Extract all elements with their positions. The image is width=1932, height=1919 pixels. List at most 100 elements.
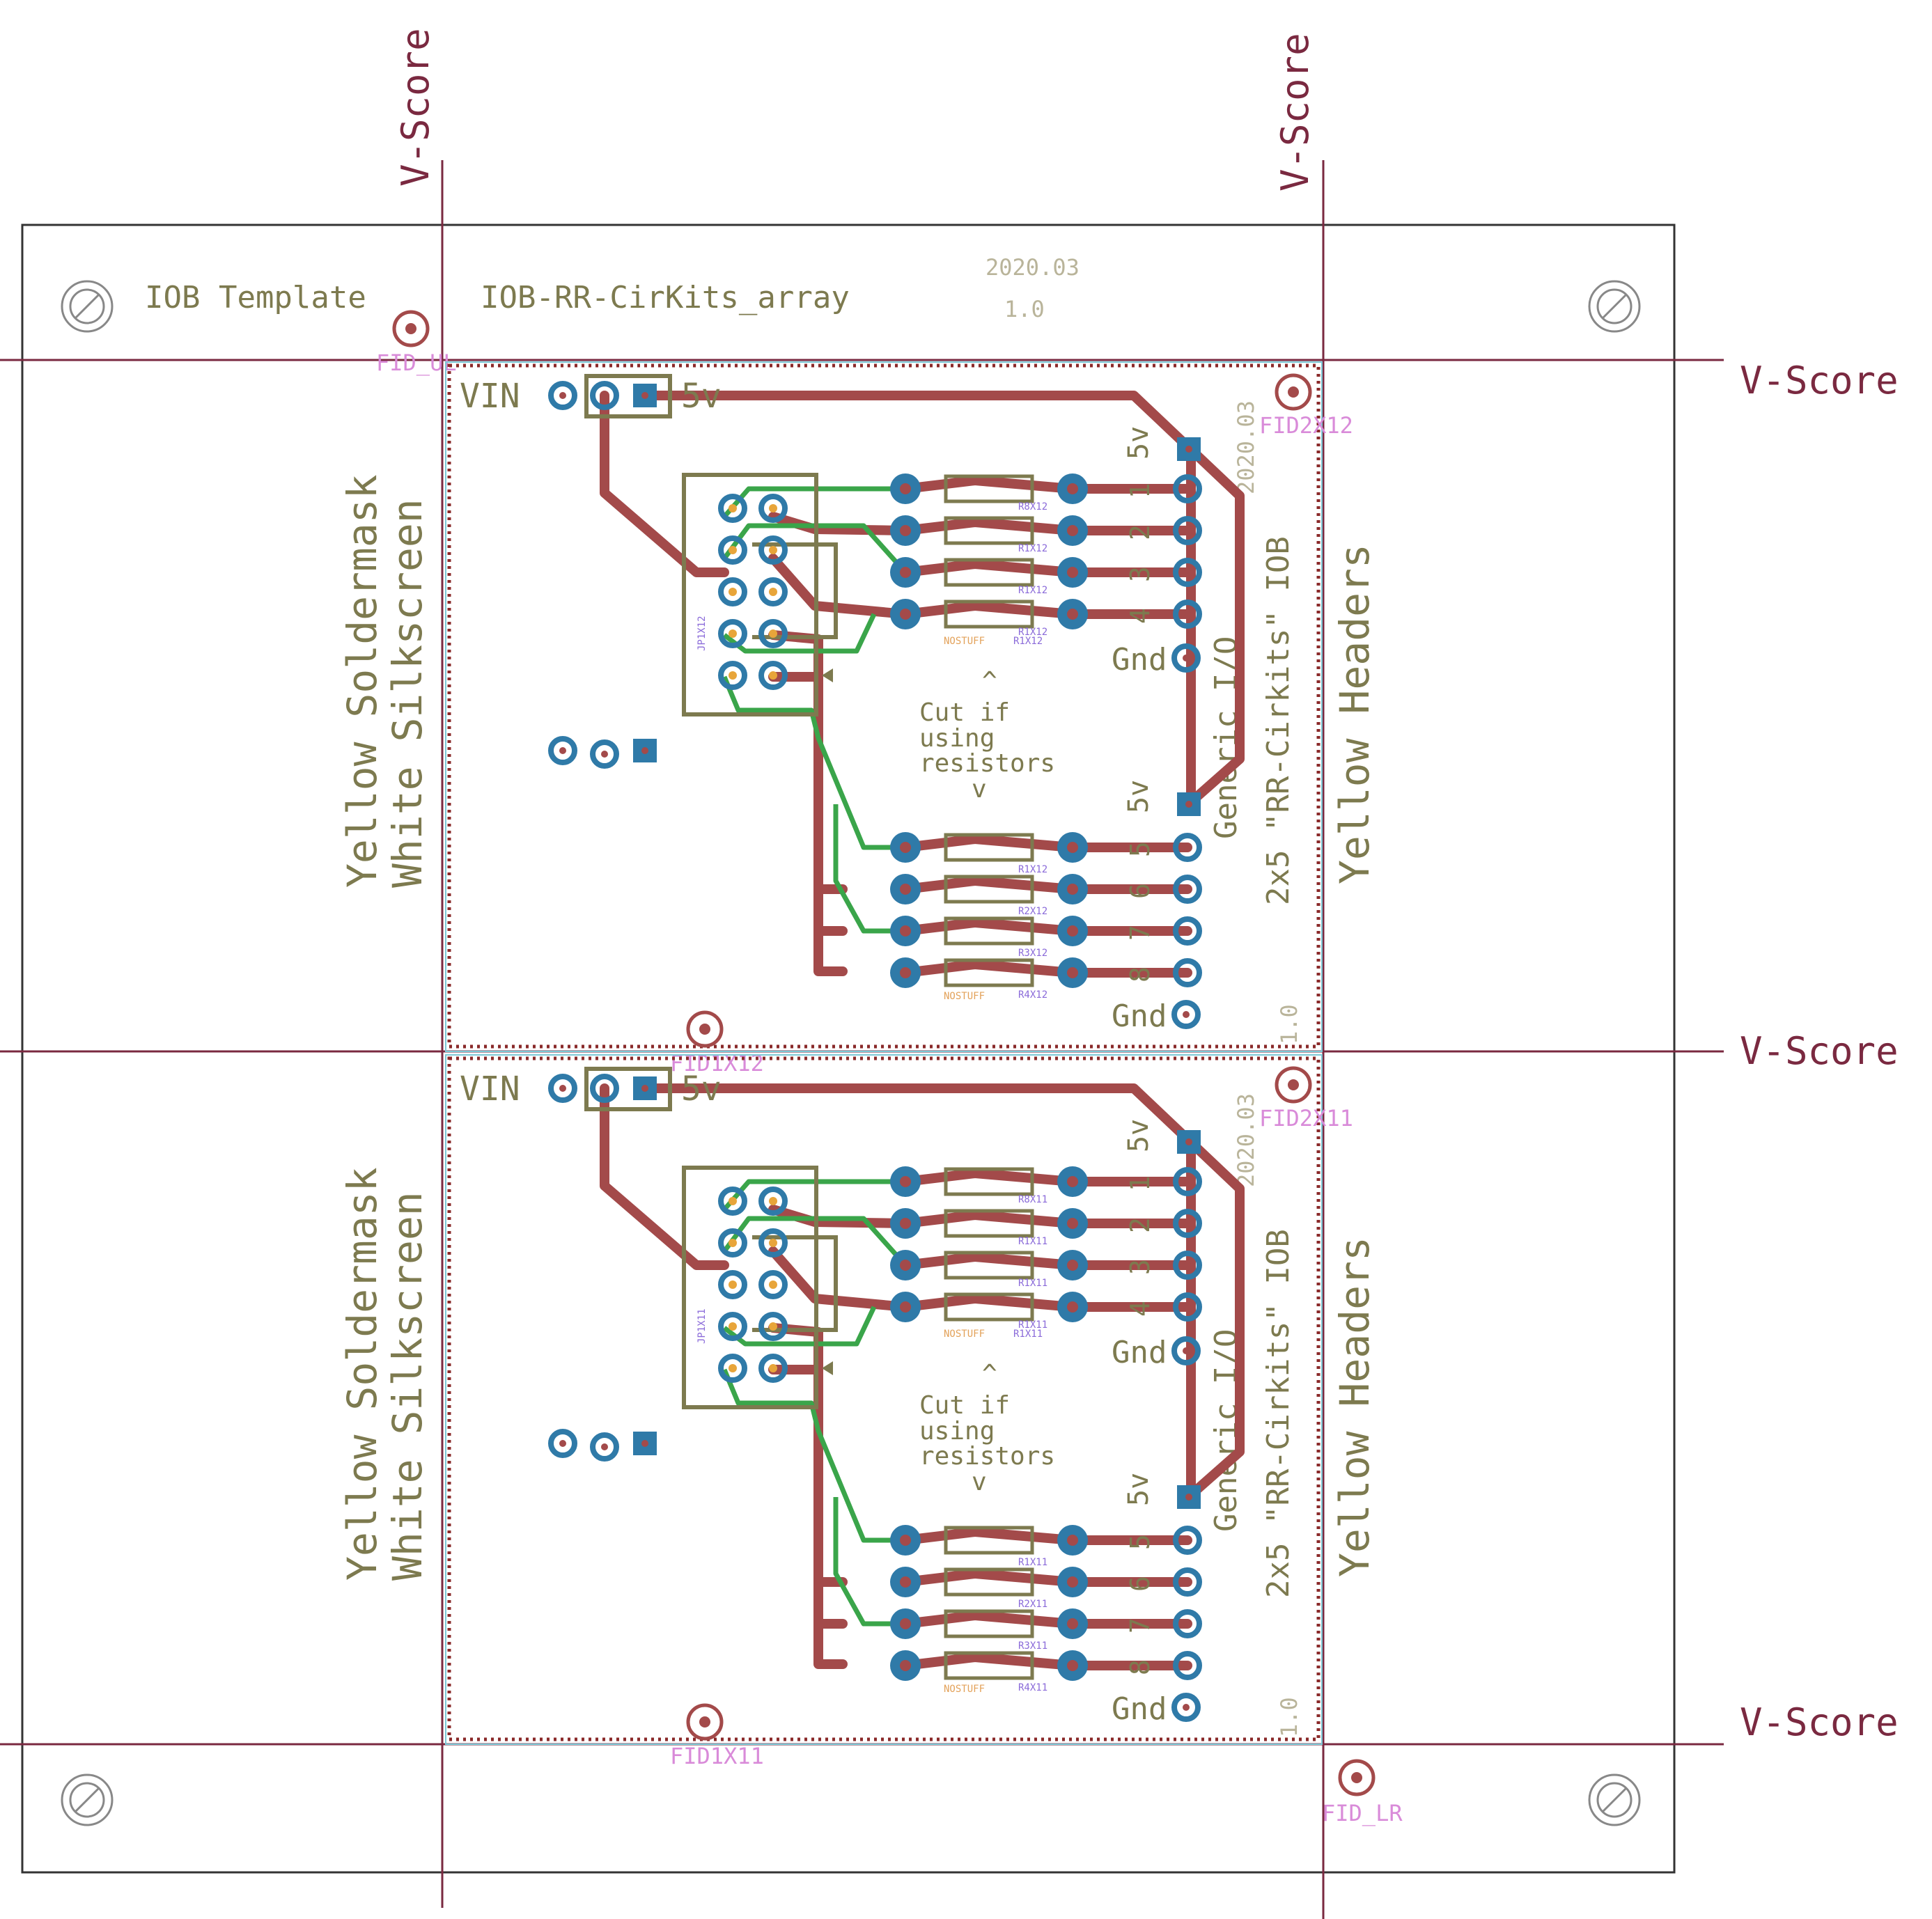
resistor-outline <box>944 875 1034 904</box>
header-pin-pad <box>1173 1292 1202 1322</box>
top-copper-trace <box>768 554 910 619</box>
resistor-outline <box>944 1292 1034 1322</box>
resistor-outline <box>944 1567 1034 1597</box>
resistor-label: R1X11 <box>1018 1278 1047 1289</box>
board-keepout <box>447 363 1321 1049</box>
cut-note-line: Cut if <box>919 1391 1010 1420</box>
spare-pad-2 <box>590 1432 619 1462</box>
cut-note-line: resistors <box>919 749 1055 778</box>
pin1-marker <box>822 668 833 682</box>
idc-header-outline <box>682 1166 818 1409</box>
cut-note-line: Cut if <box>919 698 1010 727</box>
board-fiducial-a <box>1275 373 1312 411</box>
cut-note-line: v <box>972 775 987 804</box>
idc-header-pad <box>758 1354 788 1383</box>
resistor-pad-left <box>890 1166 921 1197</box>
top-copper-trace <box>901 1294 1192 1312</box>
resistor-pad-left <box>890 1292 921 1322</box>
board-fiducial-a-label: FID2X11 <box>1259 1105 1353 1131</box>
resistor-pad-left <box>890 1608 921 1639</box>
resistor-pad-right <box>1057 1292 1088 1322</box>
resistor-outline <box>944 833 1034 862</box>
fiducial-lr-label: FID_LR <box>1322 1800 1403 1826</box>
vin-label: VIN <box>460 377 520 416</box>
resistor-pad-right <box>1057 1525 1088 1556</box>
vin-pad <box>548 381 577 410</box>
idc-header-pad <box>718 1312 747 1341</box>
resistor-pad-left <box>890 957 921 988</box>
top-copper-trace <box>901 517 1192 535</box>
idc-header-pad <box>718 619 747 648</box>
header-5v-pad-top <box>1177 437 1201 461</box>
top-copper-trace <box>901 559 1192 577</box>
model-text: 2x5 "RR-Cirkits" IOB <box>1261 1229 1296 1598</box>
top-copper-trace <box>901 1611 1192 1629</box>
idc-header-pad <box>718 661 747 690</box>
board-date: 2020.03 <box>1233 1093 1259 1187</box>
bottom-copper-trace <box>722 1368 905 1543</box>
gnd-label-bottom: Gnd <box>1112 998 1167 1034</box>
top-copper-trace <box>901 1569 1192 1587</box>
header-pin-pad <box>1173 916 1202 946</box>
power-pad-mid <box>590 1074 619 1103</box>
panel-date: 2020.03 <box>986 254 1080 281</box>
resistor-pad-left <box>890 916 921 946</box>
5v-label-top: 5v <box>681 377 722 416</box>
resistor-pad-right <box>1057 832 1088 863</box>
board-fiducial-b <box>686 1703 724 1741</box>
mounting-hole-bl <box>61 1773 114 1826</box>
fiducial-ul <box>392 310 430 347</box>
side-text-silkscreen: White Silkscreen <box>384 499 431 888</box>
resistor-pad-left <box>890 599 921 629</box>
resistor-pad-right <box>1057 1208 1088 1239</box>
top-copper-trace <box>768 1246 910 1312</box>
idc-header-pad <box>758 1228 788 1258</box>
cut-note-line: resistors <box>919 1442 1055 1471</box>
cut-note-line: using <box>919 1417 995 1446</box>
header-5v-pad-bottom <box>1177 1485 1201 1509</box>
resistor-pad-left <box>890 874 921 904</box>
resistor-pad-right <box>1057 473 1088 504</box>
resistor-pad-right <box>1057 515 1088 546</box>
vscore-lines <box>0 160 1724 1919</box>
power-pad-mid <box>590 381 619 410</box>
header-5v-pad-bottom <box>1177 792 1201 816</box>
top-copper-trace <box>901 1527 1192 1545</box>
board-date: 2020.03 <box>1233 400 1259 494</box>
idc-header-pad <box>758 1312 788 1341</box>
panel-version: 1.0 <box>1004 296 1045 322</box>
header-pin-pad <box>1173 1167 1202 1196</box>
board-version: 1.0 <box>1276 1697 1302 1737</box>
top-copper-trace <box>600 1083 729 1270</box>
header-pin-label: 6 <box>1125 883 1155 899</box>
header-pin-pad <box>1173 875 1202 904</box>
gnd-label-top: Gnd <box>1112 1335 1167 1370</box>
header-pin-label: 1 <box>1125 1175 1155 1191</box>
header-pin-label: 2 <box>1125 1217 1155 1233</box>
cut-note-line: ^ <box>982 1360 997 1388</box>
resistor-pad-right <box>1057 916 1088 946</box>
nostuff-label-top: NOSTUFF <box>944 1329 985 1340</box>
resistor-outline <box>944 1251 1034 1280</box>
header-pin-label: 8 <box>1125 966 1155 982</box>
resistor-pad-left <box>890 557 921 588</box>
board-outline <box>445 1054 1323 1745</box>
resistor-pad-right <box>1057 874 1088 904</box>
resistor-outline <box>944 1609 1034 1638</box>
r-label-top: R1X11 <box>1013 1329 1043 1340</box>
right-text-headers: Yellow Headers <box>1331 1237 1378 1577</box>
fiducial-lr <box>1338 1759 1376 1796</box>
board-version: 1.0 <box>1276 1004 1302 1044</box>
resistor-pad-left <box>890 1208 921 1239</box>
5v-label-header-top: 5v <box>1123 1119 1155 1152</box>
header-5v-pad-top <box>1177 1130 1201 1154</box>
header-pin-label: 3 <box>1125 566 1155 582</box>
vscore-label-right-1: V-Score <box>1740 359 1899 402</box>
resistor-label: R4X11 <box>1018 1682 1047 1693</box>
resistor-outline <box>944 1526 1034 1555</box>
vin-pad <box>548 1074 577 1103</box>
bottom-copper-trace <box>833 804 905 934</box>
resistor-label: R1X11 <box>1018 1319 1047 1331</box>
header-pin-label: 3 <box>1125 1259 1155 1275</box>
bottom-copper-trace <box>722 523 907 574</box>
